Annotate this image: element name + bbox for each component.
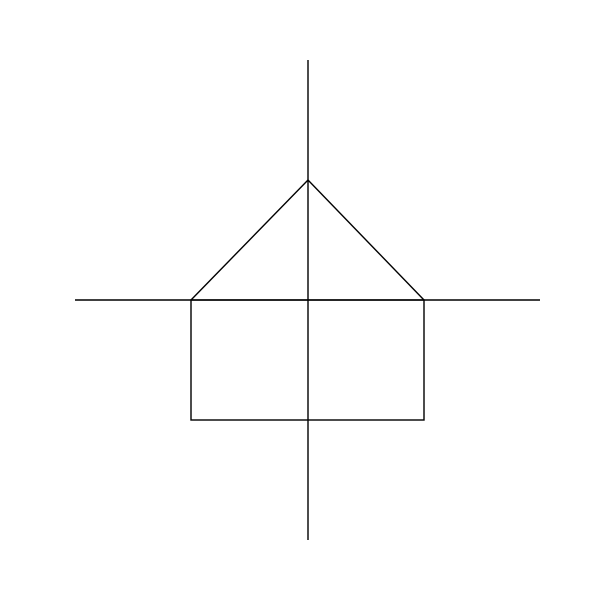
house-roof [190,178,425,301]
diagram-figure [75,60,540,540]
house-body [190,299,425,421]
